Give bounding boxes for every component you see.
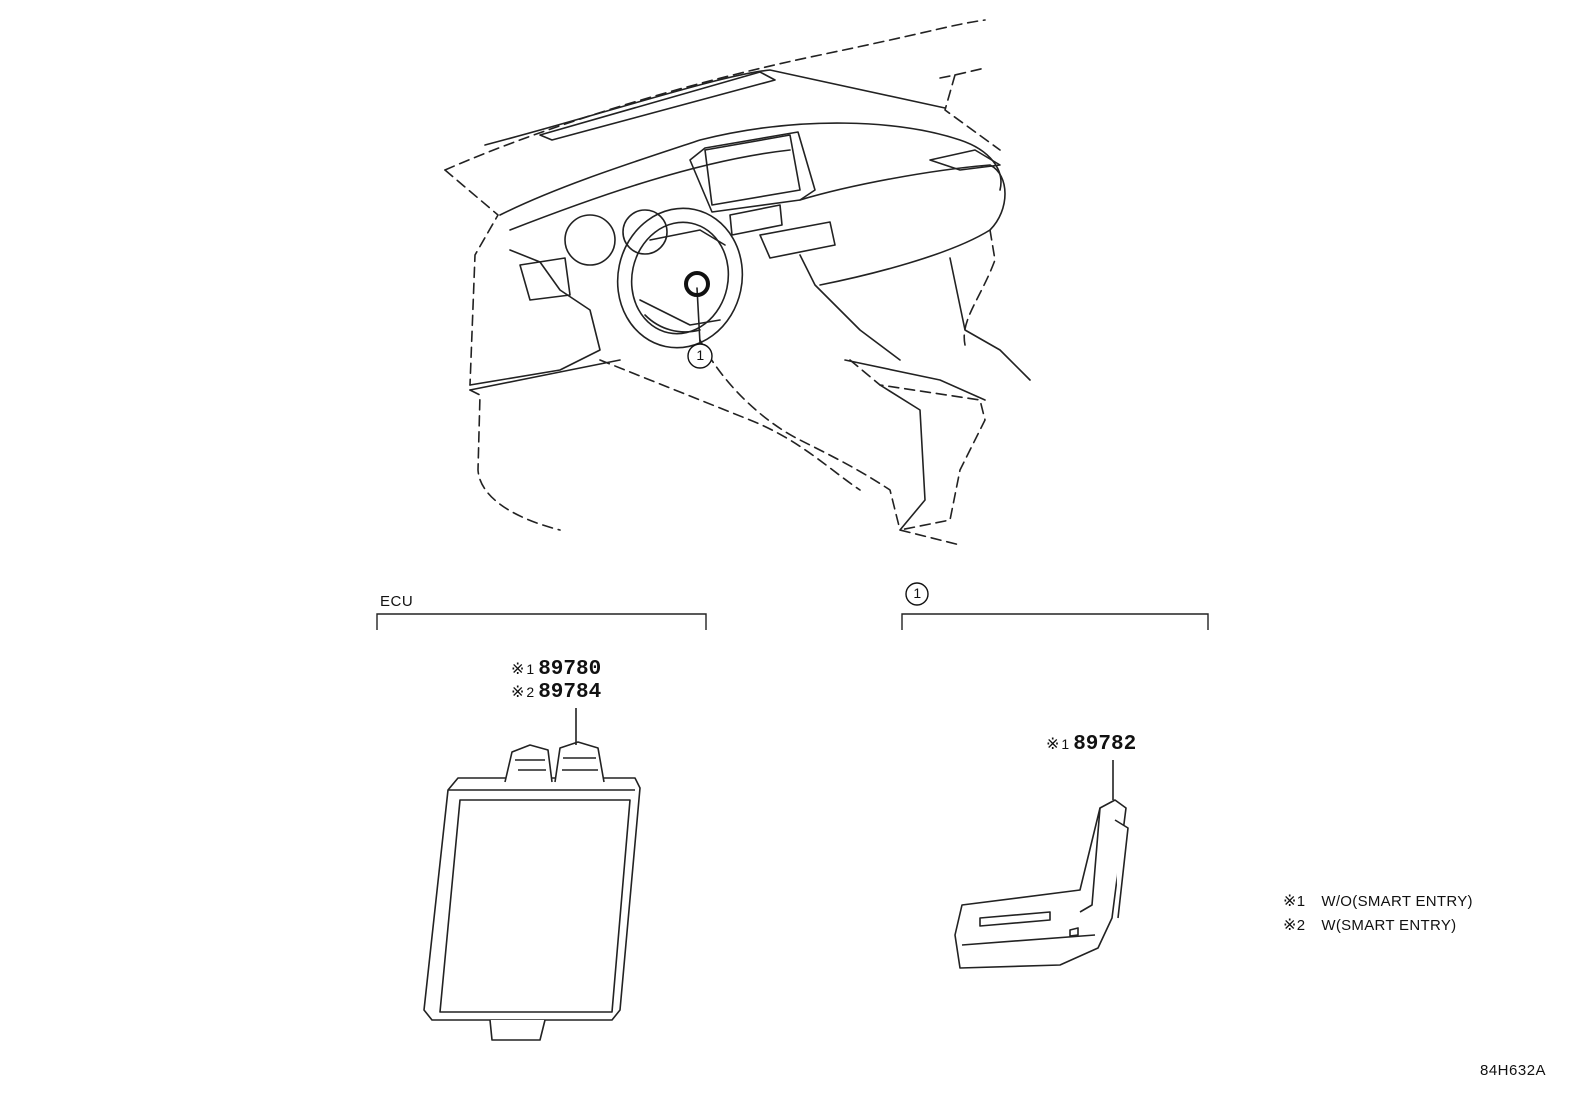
- ecu-group-label: ECU: [380, 593, 414, 610]
- note-ref: 2: [526, 684, 535, 700]
- dashboard-callout-number: 1: [696, 347, 705, 363]
- dashboard-callout-circle: [687, 343, 713, 369]
- callout-group-bracket: [901, 613, 1209, 630]
- antenna-unit-drawing: [954, 760, 1129, 969]
- part-number: 89782: [1073, 733, 1137, 756]
- note-mark-icon: ※: [1283, 915, 1297, 934]
- note-mark-icon: ※: [1283, 891, 1297, 910]
- part-number: 89784: [538, 681, 602, 704]
- note-ref: 1: [1061, 736, 1070, 752]
- note-mark-icon: ※: [1046, 734, 1060, 753]
- legend-number: 2: [1296, 917, 1306, 934]
- ecu-unit-drawing: [423, 708, 641, 1041]
- callout-group-number: 1: [913, 585, 922, 601]
- note-mark-icon: ※: [511, 682, 525, 701]
- callout-group-circle: [905, 582, 929, 606]
- legend-text: W(SMART ENTRY): [1321, 917, 1457, 934]
- part-number: 89780: [538, 658, 602, 681]
- ecu-group-bracket: [376, 613, 707, 630]
- legend-item: ※1 W/O(SMART ENTRY): [1283, 889, 1473, 913]
- note-ref: 1: [526, 661, 535, 677]
- note-mark-icon: ※: [511, 659, 525, 678]
- legend-number: 1: [1296, 893, 1306, 910]
- legend-text: W/O(SMART ENTRY): [1321, 893, 1473, 910]
- dashboard-illustration: [444, 19, 1031, 546]
- legend-item: ※2 W(SMART ENTRY): [1283, 913, 1473, 937]
- switch-marker-icon: [684, 271, 710, 297]
- illustration-code: 84H632A: [1480, 1062, 1547, 1079]
